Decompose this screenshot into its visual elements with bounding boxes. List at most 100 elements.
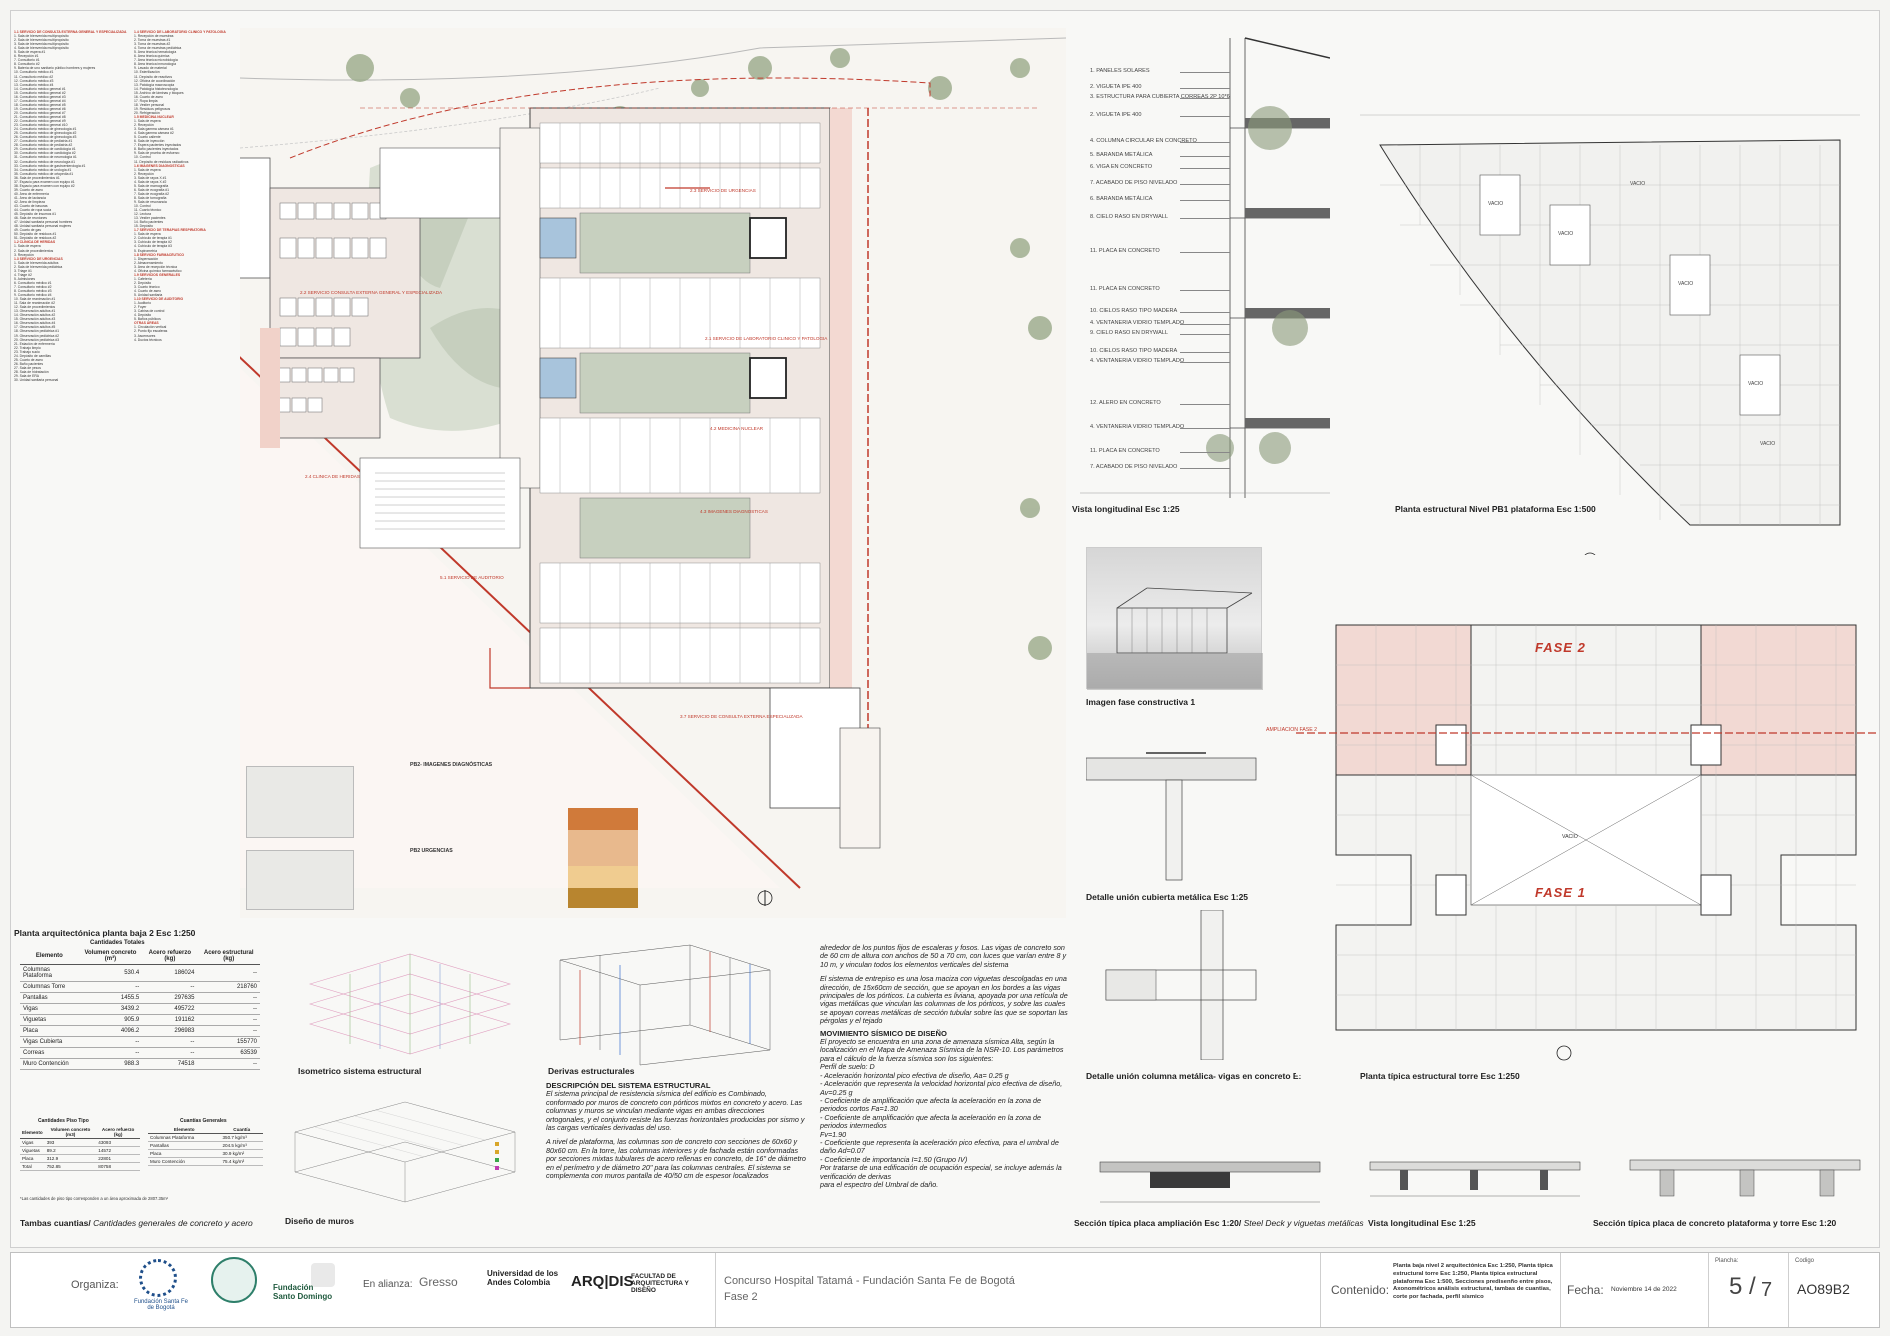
table-cell: 296983 bbox=[142, 1025, 198, 1037]
legend-entry: 11. Depósito de residuos radiactivos bbox=[134, 159, 189, 164]
legend-entry: 16. Observación adultos #4 bbox=[14, 321, 56, 326]
table-cell: 80758 bbox=[96, 1162, 140, 1171]
legend-entry: 3. Recepción bbox=[14, 252, 34, 257]
footer-project: Concurso Hospital Tatamá - Fundación San… bbox=[716, 1253, 1321, 1327]
legend-entry: 15. Observación adultos #3 bbox=[14, 317, 56, 322]
plancha-total: 7 bbox=[1761, 1279, 1773, 1301]
fundacion-sf-logo bbox=[139, 1259, 177, 1297]
section-longitudinal-bottom bbox=[1360, 1132, 1590, 1212]
caption-planta-torre: Planta típica estructural torre Esc 1:25… bbox=[1360, 1071, 1520, 1081]
table-cell: -- bbox=[142, 1047, 198, 1059]
legend-entry: 11. Consultorio médico #2 bbox=[14, 74, 54, 79]
caption-derivas: Derivas estructurales bbox=[548, 1066, 635, 1076]
caption-planta-pb1: Planta estructural Nivel PB1 plataforma … bbox=[1395, 504, 1596, 514]
table-cell: Placa bbox=[148, 1149, 221, 1158]
legend-entry: 2. Depósito bbox=[134, 280, 152, 285]
legend-entry: 41. Área de lactancia bbox=[14, 195, 46, 200]
caption-imagen-fase: Imagen fase constructiva 1 bbox=[1086, 697, 1196, 707]
table-cell: Columnas Plataforma bbox=[20, 964, 79, 982]
room-legend-col2: 1.4 SERVICIO DE LABORATORIO CLINICO Y PA… bbox=[134, 30, 240, 590]
legend-entry: 1.7 SERVICIO DE TERAPIAS RESPIRATORIA bbox=[134, 228, 206, 233]
section-callout-label: 10. CIELOS RASO TIPO MADERA bbox=[1090, 308, 1178, 314]
table-cell: 905.9 bbox=[78, 1014, 143, 1026]
legend-entry: 45. Depósito de insumos #1 bbox=[14, 212, 57, 217]
seismic-parameter-line: - Aceleración horizontal pico efectiva d… bbox=[820, 1070, 1009, 1080]
table-header-cell: Volumen concreto (m³) bbox=[78, 948, 143, 965]
svg-text:VACIO: VACIO bbox=[1760, 441, 1775, 447]
table-cell: Placa bbox=[20, 1154, 45, 1163]
legend-entry: 20. Refrigeración bbox=[134, 110, 160, 115]
section-callout-label: 5. BARANDA METÁLICA bbox=[1090, 152, 1153, 158]
table-cell: 312.9 bbox=[44, 1154, 97, 1163]
table-cell: Vigas bbox=[20, 1138, 45, 1147]
legend-entry: 3. Toma de muestras #2 bbox=[134, 42, 171, 47]
callout-leader-line bbox=[1180, 362, 1230, 363]
legend-entry: 40. Área de enfermería bbox=[14, 191, 49, 196]
table-header-cell: Volumen concreto (m3) bbox=[44, 1126, 97, 1139]
table-cell: -- bbox=[197, 1058, 260, 1070]
footer-codigo: Codigo AO89B2 bbox=[1789, 1253, 1879, 1327]
legend-entry: 39. Cuarto de aseo bbox=[14, 187, 43, 192]
legend-entry: 2. Recepción bbox=[134, 123, 154, 128]
legend-entry: 2. Punto fijo escaleras bbox=[134, 329, 168, 334]
callout-leader-line bbox=[1180, 156, 1230, 157]
en-alianza-label: En alianza: bbox=[363, 1279, 413, 1290]
legend-entry: 21. Consultorio médico general #8 bbox=[14, 114, 66, 119]
legend-entry: 2. Toma de muestras #1 bbox=[134, 38, 171, 43]
table-generales-title: Cuantías Generales bbox=[180, 1118, 227, 1124]
callout-leader-line bbox=[1180, 352, 1230, 353]
legend-entry: 4. Depósito bbox=[134, 313, 152, 318]
legend-entry: 1.6 IMAGENES DIAGNOSTICAS bbox=[134, 163, 185, 168]
small-legend-title: PB2 URGENCIAS bbox=[410, 848, 453, 854]
legend-entry: 8. Consultorio #2 bbox=[14, 62, 40, 67]
caption-detalle-cubierta: Detalle unión cubierta metálica Esc 1:25 bbox=[1086, 892, 1249, 902]
legend-entry: 14. Patología histotecnología bbox=[134, 86, 178, 91]
caption-seccion-tipica: Sección típica placa de concreto platafo… bbox=[1593, 1218, 1837, 1228]
svg-text:VACIO: VACIO bbox=[1558, 231, 1573, 237]
legend-entry: 17. Observación adultos #5 bbox=[14, 325, 56, 330]
legend-entry: 11. Cuarto técnico bbox=[134, 208, 162, 213]
legend-entry: 30. Consultorio médico de cardiología #2 bbox=[14, 151, 76, 156]
legend-entry: 4. Sala de rayos X #2 bbox=[134, 179, 167, 184]
caption-isometrico: Isometrico sistema estructural bbox=[298, 1066, 422, 1076]
legend-entry: 2. Almacenamiento bbox=[134, 260, 163, 265]
plan-room-label: 5.1 SERVICIO DE AUDITORIO bbox=[440, 575, 504, 580]
legend-entry: 4. Cuarto de aseo bbox=[134, 289, 161, 293]
legend-entry: 5. Unidad sanitaria bbox=[134, 293, 163, 298]
svg-text:VACIO: VACIO bbox=[1748, 381, 1763, 387]
table-row: Columnas Torre----218760 bbox=[20, 981, 260, 993]
legend-entry: 5. Admisiones bbox=[14, 276, 36, 281]
table-cell: 4096.2 bbox=[78, 1025, 143, 1037]
legend-entry: 3. Cabina de control bbox=[134, 309, 165, 314]
table-cell: Vigas bbox=[20, 1003, 79, 1015]
legend-entry: 3. Cuarto técnico bbox=[134, 284, 160, 289]
legend-entry: 47. Unidad sanitaria personal hombres bbox=[14, 220, 73, 225]
legend-entry: 30. Unidad sanitaria personal bbox=[14, 378, 59, 383]
description-paragraph: El sistema de entrepiso es una losa maci… bbox=[820, 974, 1068, 1026]
table-cell: -- bbox=[197, 964, 260, 982]
legend-entry: 4. Oficina químico farmacéutico bbox=[134, 268, 182, 273]
table-cell: -- bbox=[78, 981, 143, 993]
organiza-label: Organiza: bbox=[71, 1279, 119, 1291]
legend-entry: 12. Sala de procedimientos bbox=[14, 305, 56, 310]
legend-entry: 12. Lectura bbox=[134, 212, 151, 217]
legend-entry: 36. Sala de procedimientos #1 bbox=[14, 175, 60, 180]
legend-entry: 49. Cuarto de gas bbox=[14, 228, 41, 233]
legend-entry: 1.3 SERVICIO DE URGENCIAS bbox=[14, 256, 63, 261]
legend-entry: 1. Recepción de muestras bbox=[134, 34, 174, 39]
table-cell: 74518 bbox=[142, 1058, 198, 1070]
caption-tambas: Tambas cuantias/ Cantidades generales de… bbox=[20, 1218, 253, 1228]
zone-bar-chart bbox=[568, 808, 638, 908]
legend-entry: 22. Consultorio médico general #9 bbox=[14, 119, 66, 124]
legend-entry: 3. Cubículo de terapia #2 bbox=[134, 240, 172, 245]
table-cell: 1455.5 bbox=[78, 992, 143, 1004]
legend-entry: 22. Trabajo limpio bbox=[14, 345, 41, 350]
plan-room-label: 2.2 SERVICIO CONSULTA EXTERNA GENERAL Y … bbox=[300, 290, 443, 295]
legend-entry: 15. Consultorio médico general #2 bbox=[14, 90, 66, 95]
table-cell: 350.7 kg/m³ bbox=[220, 1133, 263, 1142]
